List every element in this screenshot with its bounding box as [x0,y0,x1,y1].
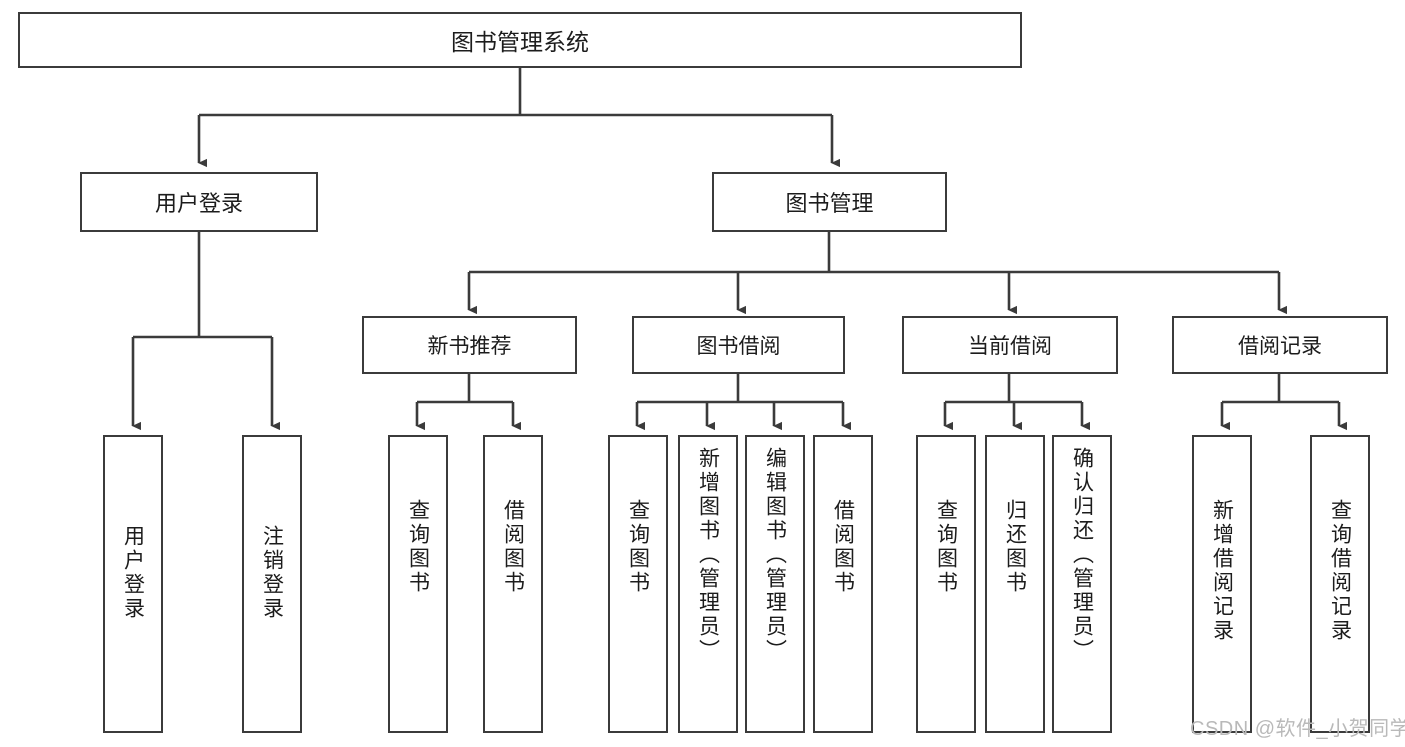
leaf-query-record[interactable]: 查询借阅记录 [1310,435,1370,733]
leaf-query-book-1-label: 查询图书 [406,499,430,595]
watermark-text: CSDN @软件_小贺同学 [1190,718,1405,740]
node-new-book-recommend[interactable]: 新书推荐 [362,316,577,374]
leaf-logout-login[interactable]: 注销登录 [242,435,302,733]
leaf-query-book-1[interactable]: 查询图书 [388,435,448,733]
leaf-query-book-2[interactable]: 查询图书 [608,435,668,733]
leaf-query-book-3[interactable]: 查询图书 [916,435,976,733]
watermark: CSDN @软件_小贺同学 [1190,712,1405,741]
leaf-return-book[interactable]: 归还图书 [985,435,1045,733]
leaf-borrow-book-2[interactable]: 借阅图书 [813,435,873,733]
node-current-borrow-label: 当前借阅 [968,335,1052,358]
leaf-add-book[interactable]: 新增图书（管理员） [678,435,738,733]
node-user-login-label: 用户登录 [154,191,243,216]
node-root-label: 图书管理系统 [451,29,589,55]
leaf-add-record[interactable]: 新增借阅记录 [1192,435,1252,733]
leaf-borrow-book-1-label: 借阅图书 [501,499,525,595]
leaf-query-book-2-label: 查询图书 [626,499,650,595]
leaf-user-login[interactable]: 用户登录 [103,435,163,733]
leaf-add-book-label: 新增图书（管理员） [696,447,720,663]
node-root[interactable]: 图书管理系统 [18,12,1022,68]
leaf-borrow-book-1[interactable]: 借阅图书 [483,435,543,733]
node-book-management-label: 图书管理 [785,191,874,216]
leaf-logout-login-label: 注销登录 [260,525,284,621]
leaf-borrow-book-2-label: 借阅图书 [831,499,855,595]
leaf-user-login-label: 用户登录 [121,525,145,621]
leaf-add-record-label: 新增借阅记录 [1210,499,1234,643]
leaf-return-book-label: 归还图书 [1003,499,1027,595]
node-new-book-recommend-label: 新书推荐 [427,335,512,358]
node-book-borrow-label: 图书借阅 [696,335,781,358]
leaf-query-book-3-label: 查询图书 [934,499,958,595]
leaf-edit-book[interactable]: 编辑图书（管理员） [745,435,805,733]
leaf-confirm-return[interactable]: 确认归还（管理员） [1052,435,1112,733]
leaf-confirm-return-label: 确认归还（管理员） [1070,447,1094,663]
node-user-login[interactable]: 用户登录 [80,172,318,232]
node-book-borrow[interactable]: 图书借阅 [632,316,845,374]
node-borrow-record[interactable]: 借阅记录 [1172,316,1388,374]
node-book-management[interactable]: 图书管理 [712,172,947,232]
node-borrow-record-label: 借阅记录 [1238,335,1322,358]
leaf-edit-book-label: 编辑图书（管理员） [763,447,787,663]
node-current-borrow[interactable]: 当前借阅 [902,316,1118,374]
leaf-query-record-label: 查询借阅记录 [1328,499,1352,643]
